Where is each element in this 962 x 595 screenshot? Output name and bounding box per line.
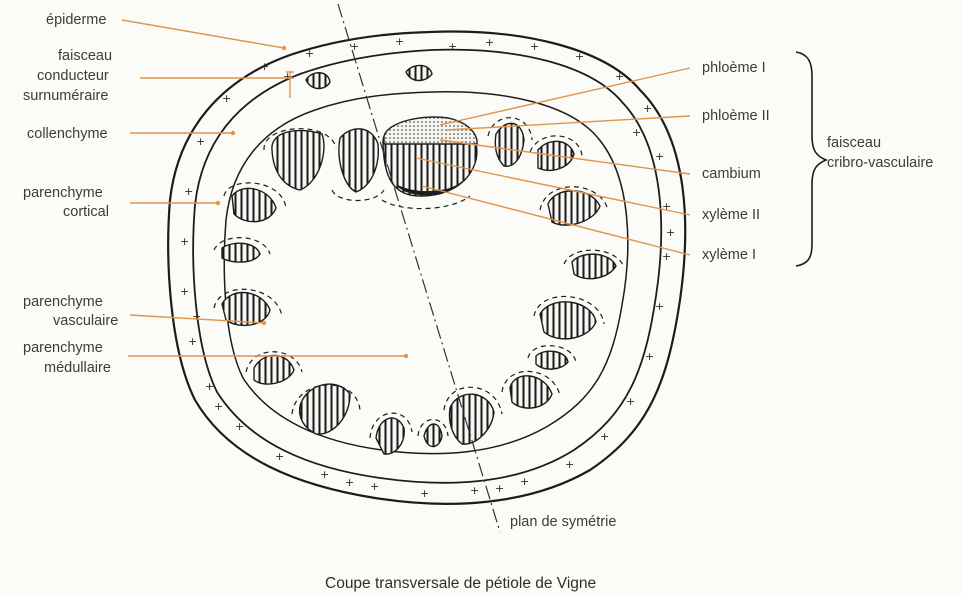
svg-text:+: +: [180, 235, 189, 248]
label-parenchyme-cortical-1: parenchyme: [23, 185, 103, 201]
svg-text:+: +: [448, 40, 457, 53]
label-parenchyme-vasculaire-1: parenchyme: [23, 294, 103, 310]
svg-text:+: +: [350, 40, 359, 53]
label-xyleme-2: xylème II: [702, 207, 760, 223]
svg-text:+: +: [320, 468, 329, 481]
svg-text:+: +: [370, 480, 379, 493]
svg-text:+: +: [600, 430, 609, 443]
svg-text:+: +: [260, 60, 269, 73]
svg-text:+: +: [645, 350, 654, 363]
svg-text:+: +: [575, 50, 584, 63]
svg-text:+: +: [420, 487, 429, 500]
label-phloeme-1: phloème I: [702, 60, 766, 76]
label-parenchyme-medullaire-1: parenchyme: [23, 340, 103, 356]
svg-text:+: +: [626, 395, 635, 408]
svg-text:+: +: [655, 150, 664, 163]
label-parenchyme-vasculaire-2: vasculaire: [53, 313, 118, 329]
svg-text:+: +: [470, 484, 479, 497]
bundle: [510, 376, 552, 408]
svg-text:+: +: [395, 35, 404, 48]
svg-text:+: +: [235, 420, 244, 433]
svg-text:+: +: [305, 47, 314, 60]
label-cambium: cambium: [702, 166, 761, 182]
main-bundle-phloem: [384, 117, 477, 144]
label-faisceau-surnumeraire-3: surnuméraire: [23, 88, 108, 104]
svg-text:+: +: [222, 92, 231, 105]
bundle: [424, 424, 442, 447]
bundle: [536, 351, 568, 369]
label-faisceau-cribro-vasculaire-2: cribro-vasculaire: [827, 155, 933, 171]
bundle: [254, 355, 294, 384]
svg-text:+: +: [188, 335, 197, 348]
bundle: [300, 384, 350, 434]
bundle: [376, 418, 404, 454]
svg-text:+: +: [632, 126, 641, 139]
label-faisceau-surnumeraire-1: faisceau: [58, 48, 112, 64]
surnumerary-bundle: [306, 73, 330, 89]
group-brace: [796, 52, 826, 266]
svg-text:+: +: [530, 40, 539, 53]
svg-text:+: +: [205, 380, 214, 393]
figure-caption: Coupe transversale de pétiole de Vigne: [325, 575, 596, 592]
svg-text:+: +: [666, 226, 675, 239]
label-plan-de-symetrie: plan de symétrie: [510, 514, 616, 530]
label-phloeme-2: phloème II: [702, 108, 770, 124]
label-parenchyme-medullaire-2: médullaire: [44, 360, 111, 376]
svg-text:+: +: [184, 185, 193, 198]
label-xyleme-1: xylème I: [702, 247, 756, 263]
bundle: [450, 394, 495, 444]
label-faisceau-cribro-vasculaire-1: faisceau: [827, 135, 881, 151]
svg-text:+: +: [214, 400, 223, 413]
bundle: [222, 243, 260, 262]
surnumerary-bundle: [406, 65, 432, 80]
bundle: [495, 123, 524, 166]
svg-text:+: +: [495, 482, 504, 495]
svg-text:+: +: [192, 310, 201, 323]
label-parenchyme-cortical-2: cortical: [63, 204, 109, 220]
svg-text:+: +: [485, 36, 494, 49]
bundle: [572, 254, 616, 279]
svg-text:+: +: [662, 250, 671, 263]
svg-text:+: +: [196, 135, 205, 148]
svg-text:+: +: [180, 285, 189, 298]
bundle: [232, 188, 276, 221]
svg-text:+: +: [275, 450, 284, 463]
svg-text:+: +: [345, 476, 354, 489]
bundle: [272, 131, 324, 190]
svg-text:+: +: [655, 300, 664, 313]
svg-text:+: +: [565, 458, 574, 471]
bundle: [540, 302, 596, 339]
label-collenchyme: collenchyme: [27, 126, 108, 142]
label-faisceau-surnumeraire-2: conducteur: [37, 68, 109, 84]
label-epiderme: épiderme: [46, 12, 106, 28]
svg-text:+: +: [615, 70, 624, 83]
bundle: [339, 129, 378, 192]
svg-text:+: +: [643, 102, 652, 115]
svg-text:+: +: [520, 475, 529, 488]
